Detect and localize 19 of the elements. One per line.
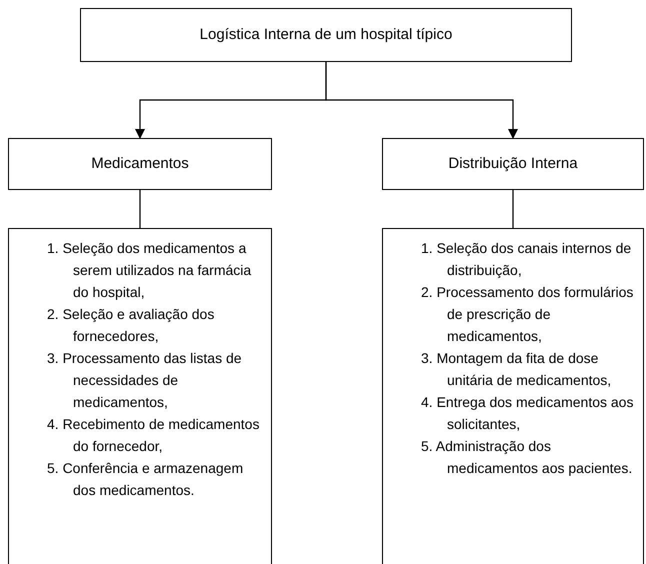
list-item: 3. Processamento das listas de necessidades de medicamentos, [47,349,243,412]
list-box [382,228,644,564]
list-item: 1. Seleção dos canais internos de distribuição, [421,239,632,280]
list-item: 5. Conferência e armazenagem dos medicamentos. [47,459,244,500]
list-item: 1. Seleção dos medicamentos a serem utilizados na farmácia do hospital, [47,239,252,302]
list-item: 5. Administração dos medicamentos aos pacientes. [421,437,634,478]
box-title: Medicamentos [91,154,189,174]
list-box [8,228,272,564]
title-box [80,8,572,62]
list-item: 4. Recebimento de medicamentos do fornecedor, [47,415,260,456]
title-box [382,138,644,190]
connector-arrow [325,62,518,139]
box-title: Distribuição Interna [448,154,578,174]
title-box [8,138,272,190]
list-item: 2. Seleção e avaliação dos fornecedores, [47,305,216,346]
box-title: Logística Interna de um hospital típico [200,24,452,45]
list-item: 2. Processamento dos formulários de prescrição de medicamentos, [421,283,634,346]
list-item: 3. Montagem da fita de dose unitária de medicamentos, [421,349,612,390]
list-item: 4. Entrega dos medicamentos aos solicitantes, [421,393,634,434]
